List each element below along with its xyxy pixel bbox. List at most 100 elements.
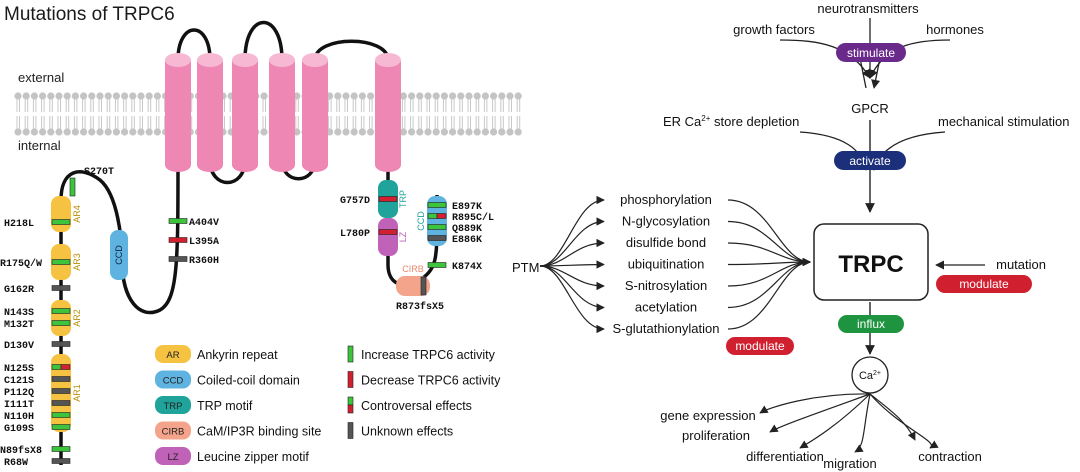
svg-text:Controversal effects: Controversal effects [361, 399, 472, 413]
svg-text:Leucine zipper motif: Leucine zipper motif [197, 450, 309, 464]
loop-1-2 [176, 28, 212, 61]
mut-mark-g757d [378, 196, 398, 202]
helix-s5 [302, 53, 328, 172]
mut-label-q889k: Q889K [452, 224, 482, 235]
transmembrane-helices [165, 53, 401, 172]
svg-text:modulate: modulate [735, 339, 785, 353]
helix-s6 [375, 53, 401, 172]
activate-badge: activate [834, 151, 906, 170]
svg-text:CCD: CCD [163, 376, 184, 387]
ptm-item-4: ubiquitination [628, 257, 705, 272]
mut-mark-l780p [378, 229, 398, 235]
ptm-item-1: phosphorylation [620, 192, 712, 207]
domain-ar4: AR4 [51, 196, 82, 232]
outcome-1: gene expression [660, 408, 755, 423]
mut-label-d130v: D130V [4, 341, 34, 352]
mut-label-l780p: L780P [340, 229, 370, 240]
mut-label-r873fsx5: R873fsX5 [396, 301, 444, 313]
mut-mark-m132t [51, 320, 71, 326]
legend-effect-3: Controversal effects [347, 396, 472, 414]
mut-mark-r68w [51, 458, 71, 464]
mut-mark-k874x [427, 262, 447, 268]
external-label: external [18, 70, 64, 85]
mut-mark-p112q [51, 388, 71, 394]
mut-mark-l395a [168, 237, 188, 243]
label-er-store-depletion: ER Ca2+ store depletion [663, 114, 799, 129]
svg-text:LZ: LZ [398, 231, 408, 242]
mut-mark-r175qw [51, 259, 71, 265]
panel-title: Mutations of TRPC6 [4, 4, 175, 25]
mut-mark-n143s [51, 308, 71, 314]
modulate-badge-left: modulate [726, 337, 794, 355]
label-neurotransmitters: neurotransmitters [817, 1, 919, 16]
legend-domain-lz: LZ Leucine zipper motif [155, 447, 309, 465]
mut-label-r360h: R360H [189, 256, 219, 267]
domain-lz: LZ [378, 218, 408, 256]
mut-label-h218l: H218L [4, 219, 34, 230]
label-growth-factors: growth factors [733, 22, 815, 37]
mut-label-l395a: L395A [189, 237, 219, 248]
svg-text:modulate: modulate [959, 277, 1009, 291]
mut-mark-g109s [51, 424, 71, 430]
mut-mark-c121s [51, 376, 71, 382]
mut-label-n89fsx8: N89fsX8 [0, 445, 42, 457]
mut-mark-r360h [168, 256, 188, 262]
mut-label-g757d: G757D [340, 196, 370, 207]
label-ptm: PTM [512, 260, 539, 275]
svg-text:Unknown effects: Unknown effects [361, 425, 453, 439]
mut-mark-g162r [51, 285, 71, 291]
mutation-labels: S270T H218L R175Q/W G162R N143S M132T D1… [0, 167, 494, 469]
svg-text:AR1: AR1 [72, 384, 82, 402]
domain-ccd-right: CCD [416, 196, 447, 246]
svg-text:LZ: LZ [167, 452, 178, 463]
membrane-bilayer [14, 92, 522, 136]
svg-text:CIRB: CIRB [402, 264, 424, 274]
mut-label-c121s: C121S [4, 376, 34, 387]
svg-text:Increase TRPC6 activity: Increase TRPC6 activity [361, 348, 496, 362]
svg-text:CIRB: CIRB [162, 427, 185, 438]
helix-s2 [197, 53, 223, 172]
outcome-4: migration [823, 456, 876, 471]
loop-3-4 [243, 20, 284, 61]
arrow-to-gpcr [859, 57, 880, 88]
helix-s1 [165, 53, 191, 172]
mut-label-r175qw: R175Q/W [0, 258, 42, 270]
mut-label-s270t: S270T [84, 167, 114, 178]
mut-label-g162r: G162R [4, 285, 34, 296]
mut-mark-n89fsx8 [51, 446, 71, 452]
mut-label-e886k: E886K [452, 235, 482, 246]
svg-text:AR2: AR2 [72, 309, 82, 327]
mut-label-e897k: E897K [452, 202, 482, 213]
mutations-panel: Mutations of TRPC6 external internal AR4… [0, 4, 522, 469]
svg-text:CCD: CCD [416, 211, 426, 231]
outcome-3: differentiation [746, 449, 824, 464]
stimulate-badge: stimulate [836, 43, 906, 62]
mut-label-k874x: K874X [452, 262, 482, 273]
mut-mark-q889k [427, 224, 447, 230]
ptm-item-2: N-glycosylation [622, 214, 710, 229]
svg-text:AR: AR [166, 350, 179, 361]
svg-text:Ca2+: Ca2+ [859, 370, 881, 382]
ptm-item-3: disulfide bond [626, 235, 706, 250]
mut-label-r895cl: R895C/L [452, 212, 494, 224]
svg-text:Ankyrin repeat: Ankyrin repeat [197, 348, 278, 362]
mut-label-p112q: P112Q [4, 388, 34, 399]
calcium-node: Ca2+ [851, 356, 889, 394]
arrow-gf [779, 39, 871, 79]
mut-mark-a404v [168, 218, 188, 224]
svg-text:activate: activate [849, 154, 891, 168]
mut-mark-e886k [427, 235, 447, 241]
mut-label-m132t: M132T [4, 320, 34, 331]
svg-text:influx: influx [857, 317, 885, 331]
mut-label-g109s: G109S [4, 424, 34, 435]
outcome-arrows [759, 393, 939, 453]
svg-text:TRPC: TRPC [838, 251, 903, 278]
svg-text:CCD: CCD [114, 245, 124, 265]
svg-text:Decrease TRPC6 activity: Decrease TRPC6 activity [361, 374, 501, 388]
ptm-item-7: S-glutathionylation [613, 321, 720, 336]
legend-effect-1: Increase TRPC6 activity [347, 345, 496, 363]
legend-effect-4: Unknown effects [347, 422, 453, 439]
mut-mark-e897k [427, 202, 447, 208]
